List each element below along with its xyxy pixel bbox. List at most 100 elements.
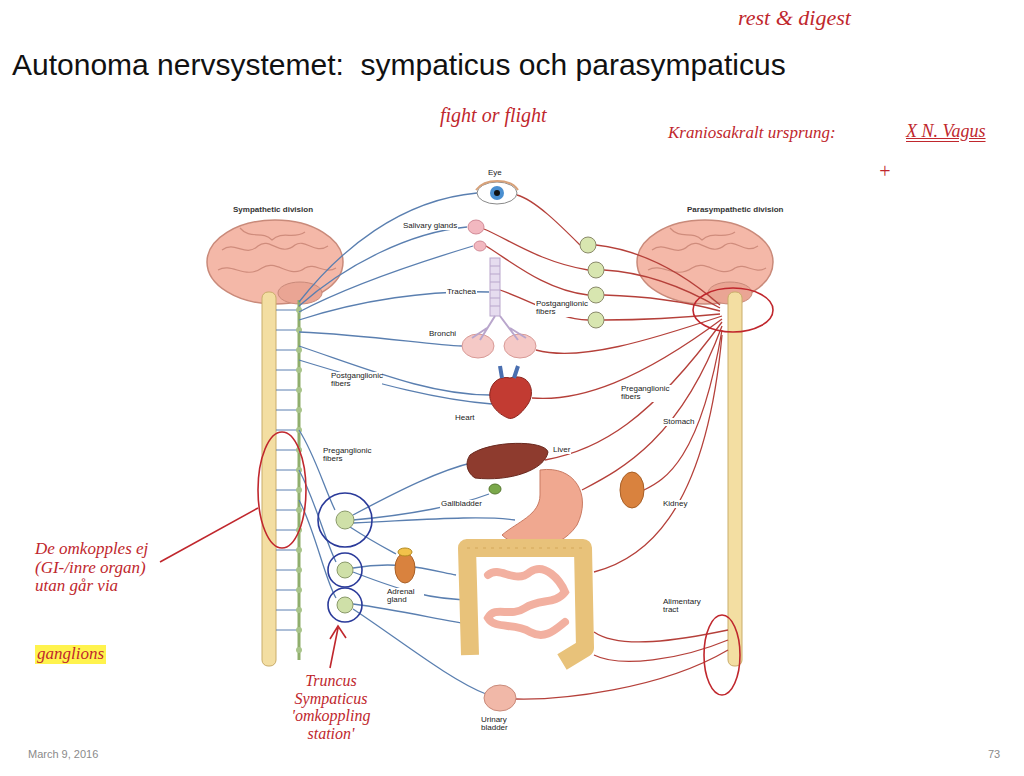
alimentary-tract <box>467 548 585 662</box>
heart <box>490 366 532 418</box>
bronchi <box>462 316 536 358</box>
brain-part <box>648 228 766 272</box>
parasympathetic-nerves-part <box>644 330 722 490</box>
bronchi-part <box>472 316 526 340</box>
parasympathetic-nerves-part <box>486 246 588 295</box>
sympathetic-nerves-part <box>353 494 489 520</box>
sympathetic-chain-part <box>296 587 302 593</box>
liver <box>467 443 548 478</box>
parasympathetic-nerves-part <box>594 335 722 572</box>
bronchi-part <box>504 334 536 358</box>
organ-label: Salivary glands <box>402 222 458 230</box>
organ-label: Alimentary tract <box>662 598 708 615</box>
fiber-label: Preganglionic fibers <box>322 447 374 464</box>
kidney-part <box>620 472 644 508</box>
handwritten-note: ganglions <box>35 645 106 664</box>
parasympathetic-nerves-part <box>582 326 722 490</box>
parasympathetic-ganglion-part <box>588 262 604 278</box>
gallbladder-part <box>489 484 501 494</box>
handwritten-note: fight or flight <box>440 104 547 126</box>
sympathetic-chain-part <box>296 367 302 373</box>
sympathetic-nerves <box>299 193 515 694</box>
organ-label: Stomach <box>662 418 696 426</box>
handwritten-note: X N. Vagus <box>906 122 986 142</box>
spinal-cord-part <box>276 310 298 630</box>
alimentary-tract-part <box>467 548 585 662</box>
organ-label: Trachea <box>446 288 477 296</box>
fiber-label: Postganglionic fibers <box>330 372 382 389</box>
sympathetic-nerves-part <box>353 518 515 523</box>
sympathetic-chain-part <box>296 387 302 393</box>
urinary-bladder <box>484 685 516 711</box>
sympathetic-nerves-part <box>350 527 396 554</box>
organ-label: Heart <box>454 414 476 422</box>
eye-part <box>490 186 504 200</box>
prevertebral-ganglion-part <box>337 562 353 578</box>
handwritten-marks-part <box>328 553 362 587</box>
brain-part <box>218 228 336 272</box>
alimentary-tract-part <box>488 569 565 635</box>
stomach <box>502 469 582 546</box>
parasympathetic-ganglion <box>580 237 604 328</box>
sympathetic-nerves-part <box>299 360 492 404</box>
kidney-part <box>398 548 412 556</box>
fiber-label: Preganglionic fibers <box>620 385 672 402</box>
handwritten-note: Truncus Sympaticus 'omkoppling station' <box>272 672 390 742</box>
slide-title: Autonoma nervsystemet: sympaticus och pa… <box>12 48 786 82</box>
urinary-bladder-part <box>484 685 516 711</box>
organ-label: Urinary bladder <box>480 716 526 733</box>
stomach-part <box>502 469 582 546</box>
eye-part <box>477 182 517 204</box>
spinal-cord <box>262 292 742 666</box>
sympathetic-chain-part <box>296 487 302 493</box>
sympathetic-nerves-part <box>299 246 473 312</box>
organ-label: Kidney <box>662 500 688 508</box>
eye-part <box>494 190 500 196</box>
parasympathetic-nerves-part <box>604 295 720 311</box>
alimentary-tract-part <box>467 548 583 549</box>
handwritten-note: + <box>878 160 892 182</box>
organ-label: Gallbladder <box>440 500 483 508</box>
heart-part <box>500 366 518 378</box>
parasympathetic-nerves-part <box>545 322 722 460</box>
organ-label: Eye <box>487 169 503 177</box>
sympathetic-chain-part <box>296 307 302 313</box>
handwritten-marks-part <box>328 588 362 622</box>
parasympathetic-nerves-part <box>500 290 588 320</box>
trachea-part <box>490 258 500 316</box>
eye <box>476 181 518 204</box>
prevertebral-ganglion <box>336 511 354 613</box>
handwritten-marks-part <box>330 626 346 668</box>
kidney <box>395 472 644 583</box>
parasympathetic-nerves-part <box>517 195 580 245</box>
heart-part <box>490 377 532 419</box>
parasympathetic-ganglion-part <box>580 237 596 253</box>
handwritten-marks <box>160 288 773 695</box>
parasympathetic-nerves-part <box>594 640 728 661</box>
handwritten-marks-part <box>160 508 258 562</box>
sympathetic-chain-part <box>296 647 302 653</box>
slide-date: March 9, 2016 <box>28 748 98 760</box>
eye-part <box>476 181 518 190</box>
sympathetic-chain-part <box>296 547 302 553</box>
bronchi-part <box>462 334 494 358</box>
division-label: Parasympathetic division <box>686 206 784 215</box>
fiber-label: Postganglionic fibers <box>535 300 583 317</box>
trachea <box>490 258 500 316</box>
sympathetic-chain-part <box>296 407 302 413</box>
handwritten-note: De omkopples ej (GI-/inre organ) utan gå… <box>35 540 165 596</box>
gallbladder <box>489 484 501 494</box>
salivary-glands <box>468 220 486 251</box>
prevertebral-ganglion-part <box>337 597 353 613</box>
prevertebral-ganglion-part <box>336 511 354 529</box>
handwritten-marks-part <box>318 493 372 547</box>
organ-label: Adrenal gland <box>386 588 424 605</box>
sympathetic-chain-part <box>296 347 302 353</box>
handwritten-marks-part <box>704 615 740 695</box>
handwritten-marks-part <box>258 432 306 548</box>
salivary-glands-part <box>474 241 486 251</box>
parasympathetic-nerves-part <box>604 314 720 320</box>
organ-label: Bronchi <box>428 330 457 338</box>
brain-part <box>207 220 343 304</box>
